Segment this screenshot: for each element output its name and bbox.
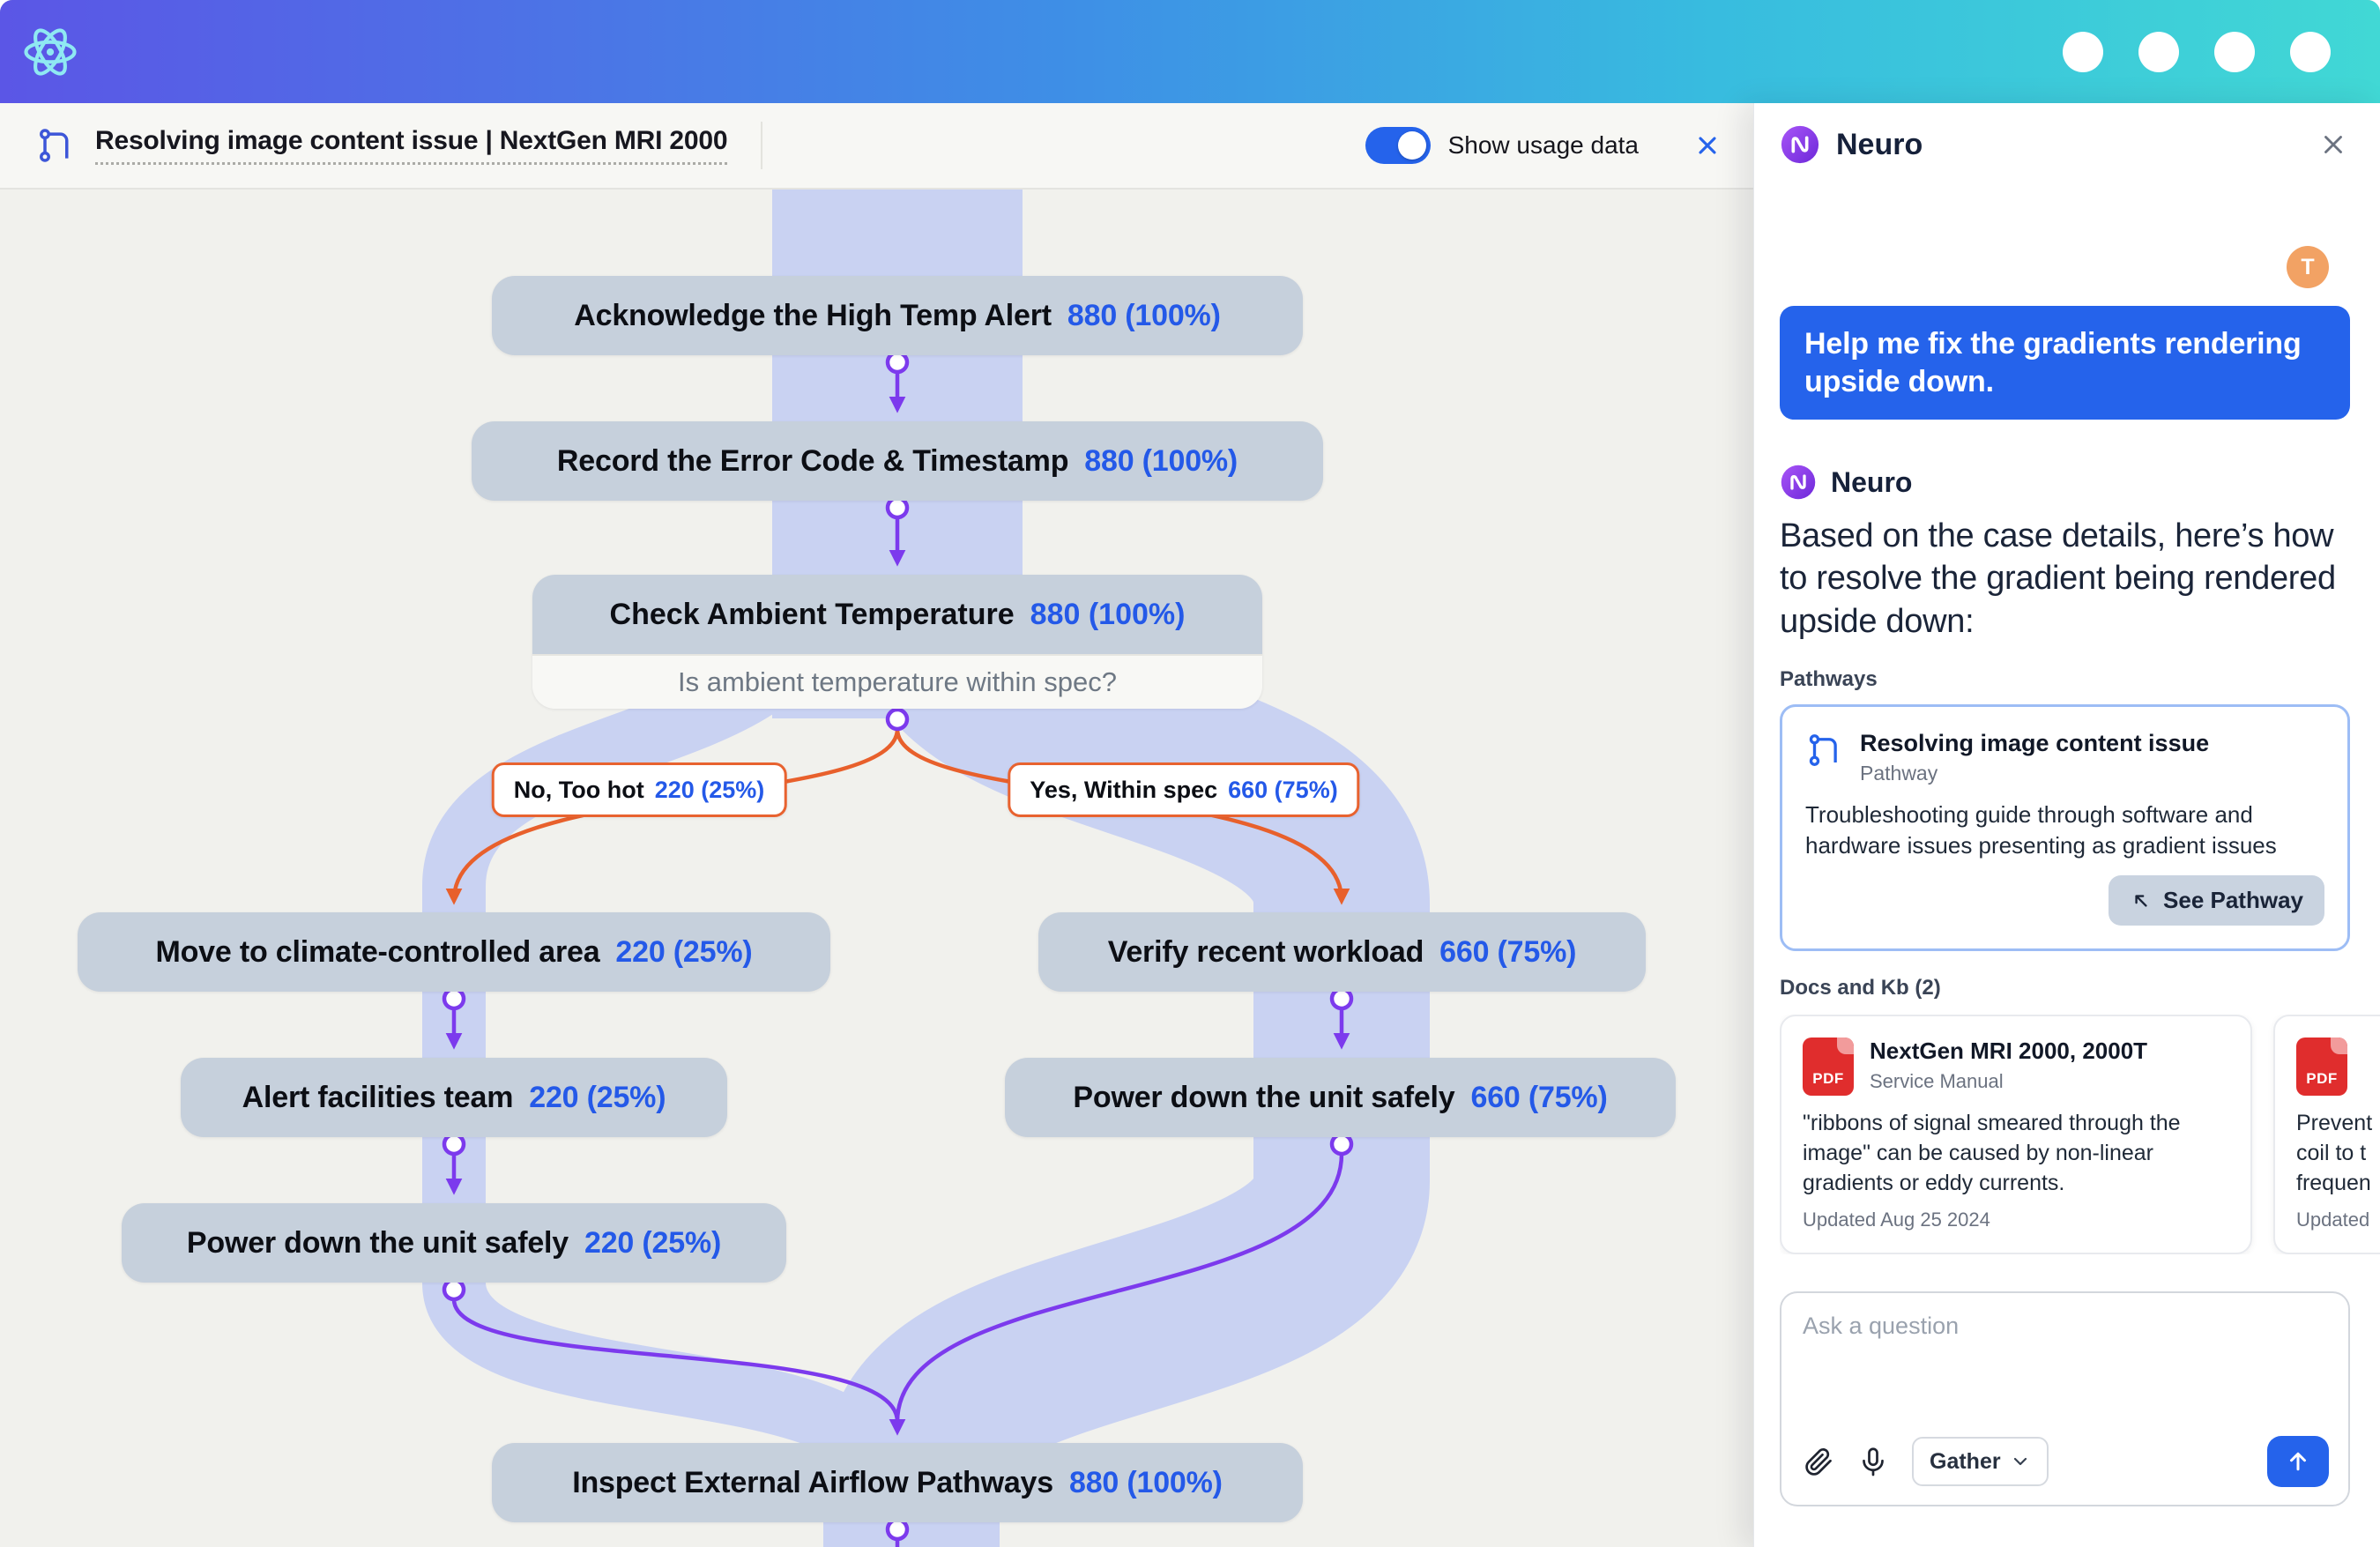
header-divider (761, 122, 763, 169)
assistant-name: Neuro (1831, 465, 1913, 498)
arrow-up-left-icon (2135, 895, 2147, 907)
flow-node-move-climate[interactable]: Move to climate-controlled area 220 (25%… (78, 912, 830, 992)
branch-count: 660 (75%) (1228, 776, 1338, 803)
close-panel-icon[interactable] (2317, 128, 2350, 161)
pathway-card-title: Resolving image content issue (1860, 729, 2210, 756)
doc-cards-row: PDF NextGen MRI 2000, 2000T Service Manu… (1780, 1015, 2380, 1255)
main-area: Resolving image content issue | NextGen … (0, 103, 1753, 1547)
see-pathway-button[interactable]: See Pathway (2109, 875, 2324, 926)
pathway-card-type: Pathway (1860, 761, 1938, 785)
assistant-name-row: Neuro (1780, 464, 2350, 501)
send-button[interactable] (2267, 1436, 2329, 1488)
node-count: 220 (25%) (584, 1225, 722, 1260)
page-title: Resolving image content issue | NextGen … (95, 126, 728, 165)
see-pathway-label: See Pathway (2163, 887, 2303, 914)
gather-mode-button[interactable]: Gather (1912, 1437, 2049, 1487)
node-count: 880 (100%) (1068, 1465, 1223, 1499)
neuro-logo-icon (1780, 124, 1820, 165)
doc-card[interactable]: PDF Prevent coil to t frequen Updated (2273, 1015, 2380, 1255)
node-count: 880 (100%) (1030, 597, 1186, 631)
pdf-icon: PDF (2296, 1038, 2347, 1097)
ask-question-input[interactable] (1803, 1313, 2329, 1405)
doc-title: NextGen MRI 2000, 2000T (1870, 1038, 2148, 1065)
pathway-title-group: Resolving image content issue | NextGen … (35, 122, 763, 169)
node-count: 880 (100%) (1067, 298, 1221, 332)
assistant-title: Neuro (1836, 127, 1923, 161)
flow-node-inspect-airflow[interactable]: Inspect External Airflow Pathways 880 (1… (492, 1443, 1303, 1522)
flow-node-check-ambient[interactable]: Check Ambient Temperature 880 (100%) Is … (532, 575, 1262, 709)
flow-node-record-error[interactable]: Record the Error Code & Timestamp 880 (1… (472, 421, 1323, 501)
node-label: Record the Error Code & Timestamp (556, 443, 1069, 478)
doc-subtitle: Service Manual (1870, 1069, 2004, 1092)
node-label: Move to climate-controlled area (155, 934, 600, 969)
node-count: 660 (75%) (1439, 934, 1577, 969)
branch-text: No, Too hot (513, 776, 644, 803)
node-label: Verify recent workload (1107, 934, 1424, 969)
assistant-panel: Neuro T Help me fix the gradients render… (1753, 103, 2380, 1547)
pathway-icon (1805, 732, 1842, 769)
doc-updated: Updated (2296, 1209, 2370, 1231)
attachment-icon[interactable] (1803, 1446, 1834, 1477)
arrow-up-icon (2290, 1453, 2306, 1471)
pathway-icon (35, 126, 74, 165)
user-avatar: T (2287, 246, 2329, 288)
show-usage-toggle[interactable] (1365, 127, 1431, 164)
chevron-down-icon (2013, 1458, 2027, 1466)
node-label: Inspect External Airflow Pathways (572, 1465, 1053, 1499)
window-controls (2063, 31, 2331, 72)
window-dot-4[interactable] (2290, 31, 2331, 72)
node-count: 880 (100%) (1084, 443, 1238, 478)
flow-node-alert-facilities[interactable]: Alert facilities team 220 (25%) (181, 1058, 727, 1137)
composer-toolbar: Gather (1803, 1436, 2329, 1488)
pathway-card-description: Troubleshooting guide through software a… (1805, 800, 2277, 859)
node-count: 220 (25%) (529, 1080, 666, 1114)
flow-bands-and-connectors (422, 190, 1430, 1547)
branch-label-yes-within-spec[interactable]: Yes, Within spec 660 (75%) (1008, 762, 1360, 817)
toggle-knob (1397, 131, 1426, 160)
question-composer: Gather (1780, 1291, 2350, 1507)
window-dot-1[interactable] (2063, 31, 2103, 72)
assistant-panel-header: Neuro (1780, 103, 2350, 186)
pathway-card[interactable]: Resolving image content issue Pathway Tr… (1780, 703, 2350, 952)
node-label: Power down the unit safely (186, 1225, 569, 1260)
node-count: 660 (75%) (1470, 1080, 1608, 1114)
neuro-logo-icon (1780, 464, 1817, 501)
branch-count: 220 (25%) (654, 776, 765, 803)
assistant-message: Based on the case details, here’s how to… (1780, 517, 2336, 640)
node-count: 220 (25%) (615, 934, 753, 969)
show-usage-label: Show usage data (1447, 131, 1639, 159)
doc-excerpt: "ribbons of signal smeared through the i… (1803, 1111, 2181, 1196)
docs-section-label: Docs and Kb (2) (1780, 976, 1941, 1000)
flow-node-power-down-left[interactable]: Power down the unit safely 220 (25%) (122, 1203, 786, 1283)
gather-label: Gather (1930, 1448, 2001, 1474)
atom-logo-icon[interactable] (21, 23, 79, 81)
header-controls: Show usage data (1365, 127, 1725, 164)
node-label: Alert facilities team (242, 1080, 514, 1114)
pathway-header: Resolving image content issue | NextGen … (0, 103, 1753, 190)
branch-text: Yes, Within spec (1030, 776, 1218, 803)
pathways-section-label: Pathways (1780, 666, 1878, 691)
doc-excerpt: Prevent coil to t frequen (2296, 1111, 2373, 1196)
flow-node-acknowledge-alert[interactable]: Acknowledge the High Temp Alert 880 (100… (492, 276, 1303, 355)
node-label: Power down the unit safely (1073, 1080, 1455, 1114)
pathway-card-head: Resolving image content issue Pathway (1805, 730, 2324, 785)
node-question: Is ambient temperature within spec? (532, 654, 1262, 709)
doc-updated: Updated Aug 25 2024 (1803, 1209, 1990, 1231)
flow-node-verify-workload[interactable]: Verify recent workload 660 (75%) (1038, 912, 1646, 992)
pdf-icon: PDF (1803, 1038, 1854, 1097)
user-avatar-row: T (1780, 246, 2350, 288)
node-label: Check Ambient Temperature (609, 597, 1015, 631)
window-dot-3[interactable] (2214, 31, 2255, 72)
close-pathway-icon[interactable] (1690, 128, 1725, 163)
microphone-icon[interactable] (1857, 1446, 1889, 1477)
doc-card[interactable]: PDF NextGen MRI 2000, 2000T Service Manu… (1780, 1015, 2252, 1255)
top-gradient-bar (0, 0, 2380, 103)
node-label: Acknowledge the High Temp Alert (574, 298, 1052, 332)
flow-node-power-down-right[interactable]: Power down the unit safely 660 (75%) (1005, 1058, 1676, 1137)
branch-label-no-too-hot[interactable]: No, Too hot 220 (25%) (491, 762, 787, 817)
flowchart-canvas: Acknowledge the High Temp Alert 880 (100… (0, 190, 1753, 1547)
window-dot-2[interactable] (2138, 31, 2179, 72)
user-message-bubble: Help me fix the gradients rendering upsi… (1780, 306, 2350, 420)
